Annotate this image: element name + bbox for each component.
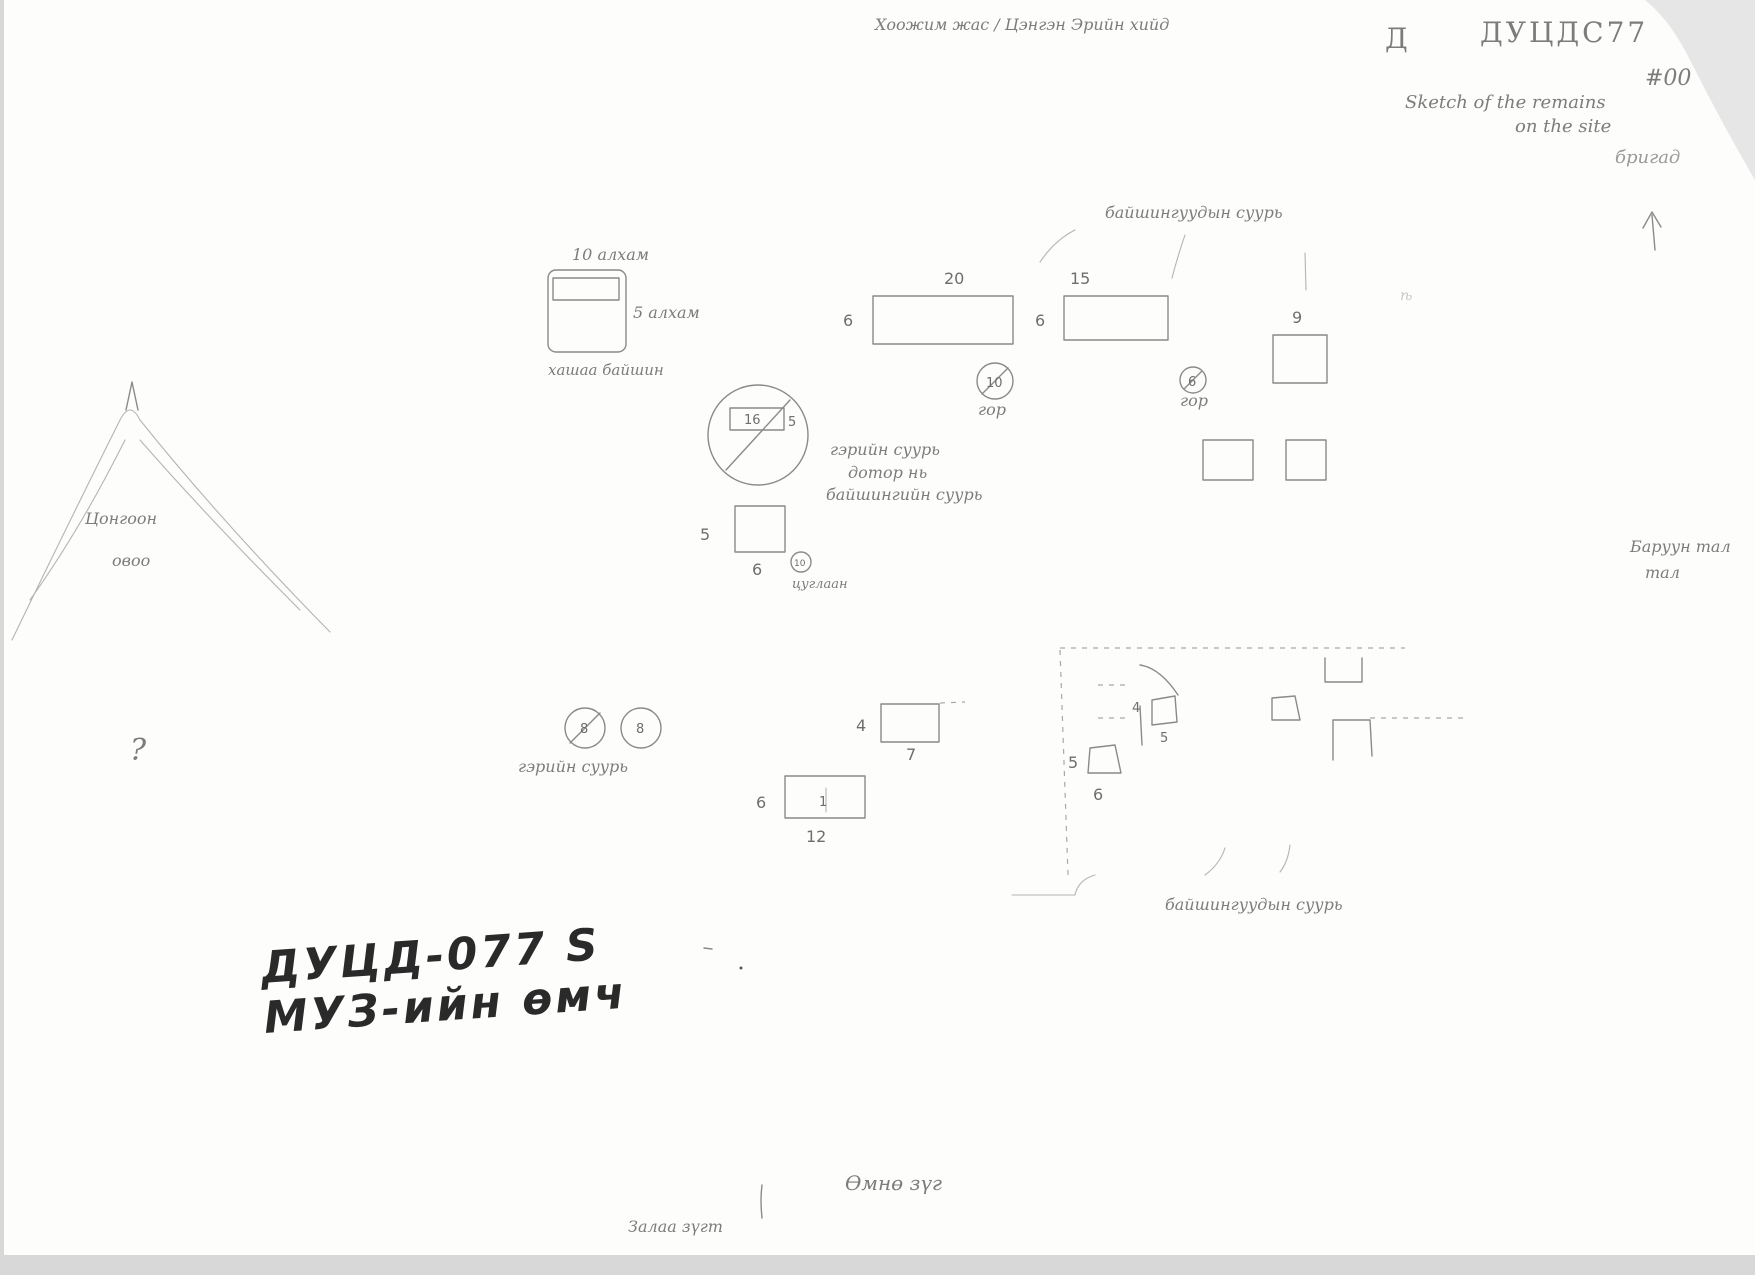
b7-height: 4 bbox=[856, 716, 866, 735]
small-circle-num: 10 bbox=[794, 559, 806, 569]
b7-width: 7 bbox=[906, 745, 916, 764]
east-label: Баруун тал bbox=[1629, 537, 1731, 556]
sq-6: 6 bbox=[752, 560, 762, 579]
sq-5: 5 bbox=[700, 525, 710, 544]
fence-width-label: 10 алхам bbox=[572, 245, 649, 264]
ruin-num-6: 6 bbox=[1093, 785, 1103, 804]
scan-bottom-edge bbox=[0, 1255, 1755, 1275]
ruins-top-label: байшингуудын суурь bbox=[1105, 203, 1283, 222]
fence-house-building bbox=[552, 277, 620, 301]
gor-6-num: 6 bbox=[1188, 375, 1196, 390]
b12-width: 12 bbox=[806, 827, 826, 846]
english-caption-1: Sketch of the remains bbox=[1405, 92, 1606, 113]
b12-height: 6 bbox=[756, 793, 766, 812]
building-15x6 bbox=[1063, 295, 1169, 341]
ger-base-8b bbox=[620, 707, 662, 749]
fence-house-outline bbox=[547, 269, 627, 353]
ovoo-label-2: овоо bbox=[112, 551, 150, 570]
gor-10-num: 10 bbox=[986, 376, 1003, 391]
b9-label: 9 bbox=[1292, 308, 1302, 327]
left-symbol: ? bbox=[130, 733, 147, 768]
b12-mid: 1 bbox=[819, 795, 827, 810]
b20-height: 6 bbox=[843, 311, 853, 330]
building-9 bbox=[1272, 334, 1328, 384]
pointer-line bbox=[1304, 252, 1307, 291]
ger-inner-building bbox=[729, 407, 785, 431]
fence-height-label: 5 алхам bbox=[633, 303, 700, 322]
site-code: ДУЦДС77 bbox=[1480, 16, 1648, 49]
ruin-num-4: 4 bbox=[1132, 701, 1140, 716]
ger-base-label: гэрийн суурь bbox=[518, 757, 628, 776]
building-square-a bbox=[1202, 439, 1254, 481]
gor-pit-6 bbox=[1179, 366, 1207, 394]
ger-base-inside-2: дотор нь bbox=[848, 463, 927, 482]
south-label-1: Өмнө зүг bbox=[845, 1171, 942, 1195]
faint-mark: ѣ bbox=[1400, 288, 1412, 304]
ruin-num-5b: 5 bbox=[1068, 753, 1078, 772]
south-arrow-icon bbox=[760, 1184, 763, 1219]
gor-label-2: гор bbox=[1180, 391, 1208, 410]
b20-width: 20 bbox=[944, 269, 964, 288]
english-caption-2: on the site bbox=[1515, 116, 1611, 137]
ovoo-cairn-icon bbox=[125, 381, 139, 411]
ger-8a-num: 8 bbox=[580, 722, 588, 737]
fence-house-label: хашаа байшин bbox=[548, 361, 664, 379]
ruin-complex bbox=[1011, 647, 1465, 896]
south-label-2: Залаа зүгт bbox=[628, 1217, 723, 1236]
pointer-line bbox=[1171, 234, 1186, 279]
east-label-2: тал bbox=[1645, 563, 1680, 582]
small-circle bbox=[790, 551, 812, 573]
gor-pit-10 bbox=[976, 362, 1014, 400]
ger-base-8a bbox=[564, 707, 606, 749]
ger-base-large bbox=[707, 384, 809, 486]
north-arrow-icon bbox=[1642, 211, 1662, 251]
ger-16: 16 bbox=[744, 413, 761, 428]
code-letter: Д bbox=[1385, 22, 1408, 55]
ger-5: 5 bbox=[788, 415, 796, 430]
page-curl bbox=[1645, 0, 1755, 180]
tsuglaan-label: цуглаан bbox=[792, 577, 848, 592]
small-building bbox=[734, 505, 786, 553]
ger-base-inside-1: гэрийн суурь bbox=[830, 440, 940, 459]
b15-width: 15 bbox=[1070, 269, 1090, 288]
ruin-num-5: 5 bbox=[1160, 731, 1168, 746]
building-12x6 bbox=[784, 775, 866, 819]
brigade-label: бригад bbox=[1615, 147, 1680, 168]
b15-height: 6 bbox=[1035, 311, 1045, 330]
gor-label-1: гор bbox=[978, 400, 1006, 419]
building-square-b bbox=[1285, 439, 1327, 481]
scan-left-edge bbox=[0, 0, 4, 1275]
building-20x6 bbox=[872, 295, 1014, 345]
ger-8b-num: 8 bbox=[636, 722, 644, 737]
pointer-line bbox=[1039, 229, 1076, 263]
building-4x7 bbox=[880, 703, 940, 743]
ovoo-hill bbox=[11, 409, 331, 641]
top-note: Хоожим жас / Цэнгэн Эрийн хийд bbox=[873, 15, 1169, 34]
ovoo-label-1: Цонгоон bbox=[84, 509, 157, 528]
ruins-bottom-label: байшингуудын суурь bbox=[1165, 895, 1343, 914]
site-number: #00 bbox=[1645, 66, 1691, 91]
ger-base-inside-3: байшингийн суурь bbox=[826, 485, 982, 504]
